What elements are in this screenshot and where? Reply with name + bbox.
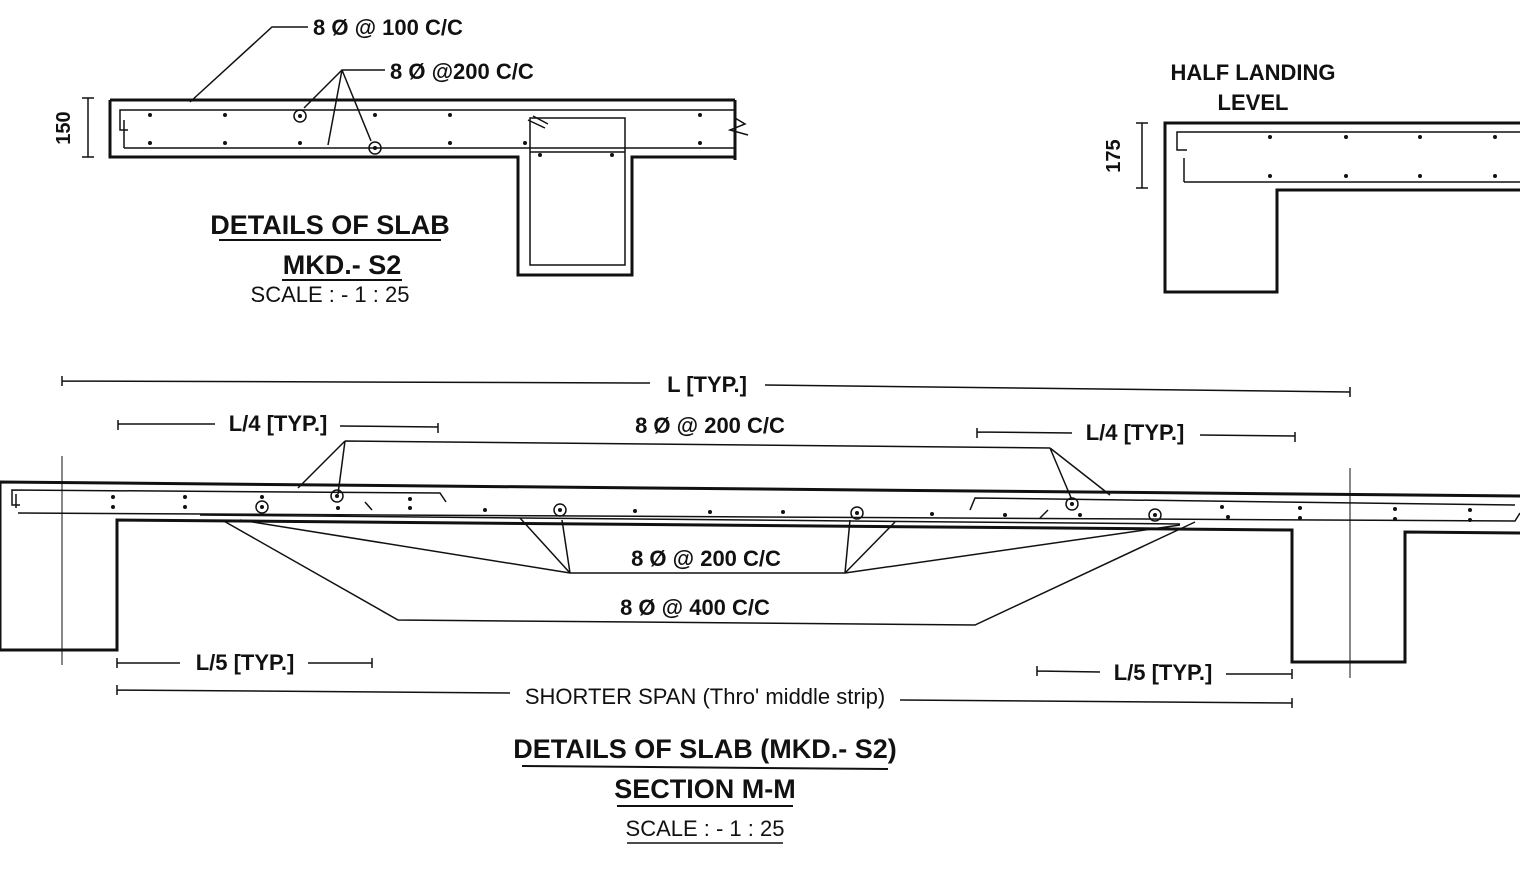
section-scale: SCALE : - 1 : 25 bbox=[626, 816, 785, 841]
dim-150-line bbox=[82, 97, 94, 158]
section-distribution-bars bbox=[111, 495, 1472, 522]
dim-150-text: 150 bbox=[53, 111, 75, 144]
top-bars-label: 8 Ø @ 200 C/C bbox=[635, 413, 785, 438]
bottom-bars-label-400: 8 Ø @ 400 C/C bbox=[620, 595, 770, 620]
bottom-bars-label-200: 8 Ø @ 200 C/C bbox=[631, 546, 781, 571]
section-bottom-rebar bbox=[15, 494, 1520, 522]
section-title-line2: SECTION M-M bbox=[614, 774, 796, 804]
dim-L5-right-text: L/5 [TYP.] bbox=[1114, 660, 1213, 685]
dim-shorter-span-text: SHORTER SPAN (Thro' middle strip) bbox=[525, 684, 885, 709]
dim-L-line bbox=[61, 376, 1351, 397]
dim-shorter-span-line bbox=[116, 685, 1293, 708]
section-top-rebar bbox=[11, 489, 1516, 511]
bottom-rebar bbox=[123, 120, 735, 149]
half-landing-title-2: LEVEL bbox=[1218, 90, 1289, 115]
bottom-bars-leader-200 bbox=[239, 517, 1181, 574]
dim-L4-right-text: L/4 [TYP.] bbox=[1086, 420, 1185, 445]
bottom-bars-leader-400 bbox=[221, 519, 1196, 626]
section-slab-outline bbox=[0, 480, 1520, 664]
dim-175-text: 175 bbox=[1103, 139, 1125, 172]
landing-outline bbox=[1163, 121, 1520, 294]
dim-L4-right-line bbox=[976, 428, 1296, 442]
dim-L5-left-text: L/5 [TYP.] bbox=[196, 650, 295, 675]
section-main-bar-circles bbox=[255, 489, 1162, 522]
section-m-m: L [TYP.] L/4 [TYP.] L/4 [TYP.] 8 Ø @ 200… bbox=[0, 372, 1520, 844]
section-crank bbox=[199, 501, 1181, 525]
detail-scale: SCALE : - 1 : 25 bbox=[251, 282, 410, 307]
title-underline bbox=[521, 765, 889, 770]
bar-label-200cc: 8 Ø @200 C/C bbox=[390, 59, 534, 84]
top-left-slab-detail: 150 8 Ø @ 100 C/C 8 Ø @200 C/C DETAILS O… bbox=[53, 15, 749, 307]
main-bar-circles bbox=[293, 109, 382, 155]
stirrup-hook bbox=[527, 115, 549, 129]
half-landing-title-1: HALF LANDING bbox=[1171, 60, 1336, 85]
landing-bottom-rebar bbox=[1183, 158, 1520, 183]
beam-stirrup bbox=[529, 117, 626, 266]
leader-100cc bbox=[189, 26, 308, 103]
bar-label-100cc: 8 Ø @ 100 C/C bbox=[313, 15, 463, 40]
detail-title-line2: MKD.- S2 bbox=[283, 250, 402, 280]
section-title-line1: DETAILS OF SLAB (MKD.- S2) bbox=[513, 734, 896, 764]
slab-outline bbox=[108, 98, 737, 277]
top-right-slab-detail: HALF LANDING LEVEL 175 bbox=[1103, 60, 1520, 294]
detail-title-line1: DETAILS OF SLAB bbox=[210, 210, 450, 240]
dim-L-text: L [TYP.] bbox=[667, 372, 747, 397]
distribution-bars bbox=[148, 113, 702, 157]
dim-L5-left-line bbox=[116, 658, 373, 668]
dim-L4-left-text: L/4 [TYP.] bbox=[229, 411, 328, 436]
dim-L4-left-line bbox=[117, 420, 439, 433]
dim-175-line bbox=[1136, 122, 1148, 189]
break-line bbox=[727, 117, 749, 136]
landing-distribution-bars bbox=[1268, 135, 1497, 178]
landing-top-rebar bbox=[1176, 131, 1520, 151]
dim-L5-right-line bbox=[1036, 666, 1293, 679]
top-rebar bbox=[119, 109, 735, 131]
top-bars-leader bbox=[297, 440, 1111, 501]
leader-200cc bbox=[303, 69, 385, 146]
